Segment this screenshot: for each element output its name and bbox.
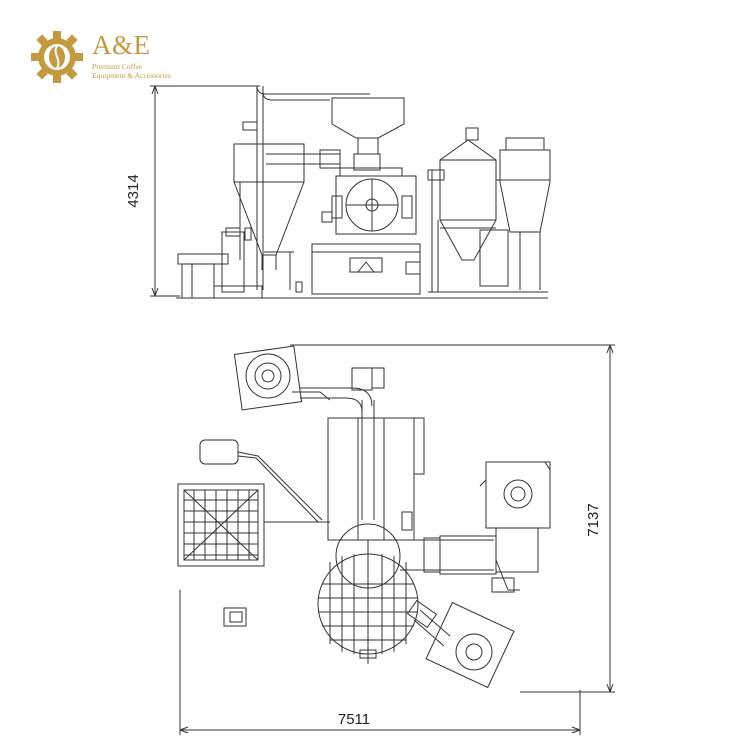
roaster-main	[321, 97, 417, 235]
width-dimension-line	[179, 590, 581, 735]
gear-bean-icon	[31, 31, 83, 83]
width-dimension-label: 7511	[338, 711, 370, 728]
plan-view	[177, 344, 615, 735]
depth-dimension-label: 7137	[585, 503, 602, 536]
afterburner-right	[427, 127, 551, 293]
height-dimension-label: 4314	[125, 174, 142, 207]
cooling-tray	[317, 553, 419, 664]
blower-top-left	[233, 345, 331, 411]
loading-platform-grid	[177, 483, 330, 567]
exhaust-pipe-plan	[400, 527, 539, 593]
cyclone-left	[233, 143, 305, 270]
small-control-box	[223, 607, 247, 627]
height-dimension-line	[150, 85, 260, 297]
blower-top-right	[479, 461, 551, 529]
blower-bottom-right	[406, 599, 515, 689]
control-panel	[199, 439, 323, 523]
roaster-body-plan	[327, 400, 425, 541]
front-elevation	[150, 85, 551, 299]
brand-tagline-2: Equipment & Accessories	[92, 71, 171, 80]
brand-logo: A&E Premium Coffee Equipment & Accessori…	[30, 28, 180, 86]
brand-tagline-1: Premium Coffee	[92, 62, 143, 71]
exhaust-duct	[242, 85, 370, 290]
roaster-base-cabinet	[311, 243, 421, 295]
plan-duct	[300, 367, 385, 413]
depth-dimension-line	[290, 344, 615, 693]
brand-name: A&E	[92, 30, 151, 60]
